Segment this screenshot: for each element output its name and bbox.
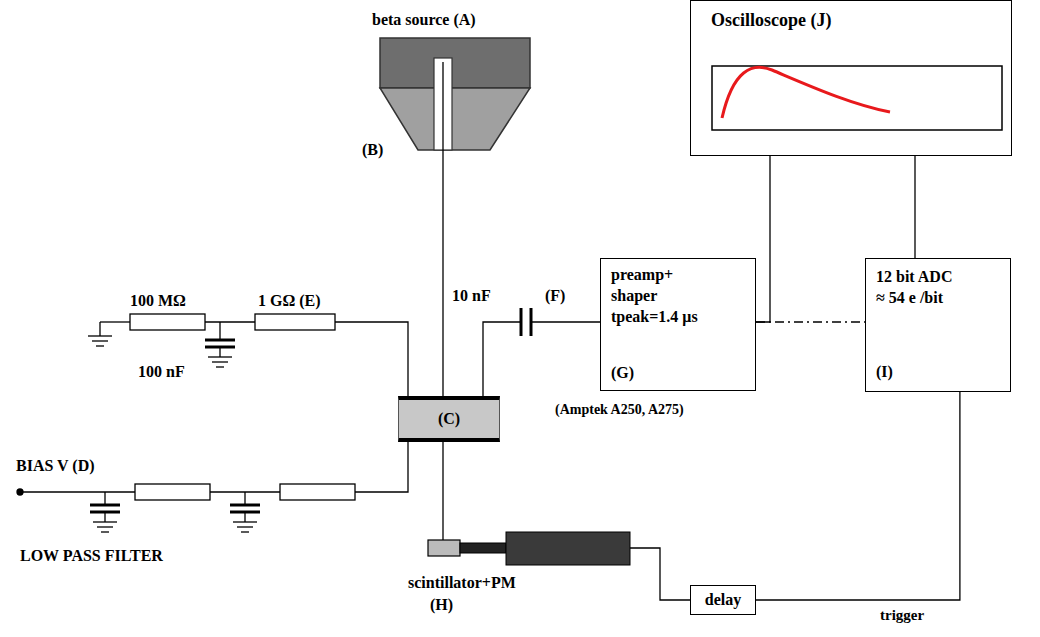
capacitor-plate [530, 308, 533, 336]
callout-label: (F) [545, 286, 565, 305]
scintillator [428, 540, 460, 556]
low-pass-filter [17, 441, 408, 532]
resistor-value: 1 GΩ (E) [258, 291, 321, 310]
node-text: (I) [876, 362, 1000, 383]
adc-wire [756, 321, 865, 322]
node-text: Oscilloscope (J) [711, 9, 991, 32]
light-guide [460, 543, 506, 553]
trigger-wire [756, 392, 960, 600]
node-text: preamp+ shaper [611, 265, 701, 307]
scope-wire [756, 156, 770, 322]
scope-adc-wire [914, 156, 915, 258]
source-holder [380, 38, 530, 88]
detector-box: (C) [398, 396, 500, 442]
pm-wire [630, 548, 690, 600]
part-label: scintillator+PM [408, 573, 516, 592]
oscilloscope-box: Oscilloscope (J) [690, 0, 1012, 156]
model-note: (Amptek A250, A275) [555, 402, 684, 419]
node-text: ≈ 54 e /bit [876, 288, 1000, 309]
node-text: delay [705, 590, 741, 611]
delay-box: delay [690, 585, 756, 615]
capacitor-value: 100 nF [138, 362, 185, 381]
capacitor-value: 10 nF [452, 286, 491, 305]
filter-label: LOW PASS FILTER [20, 546, 163, 565]
callout-label: (B) [362, 140, 383, 159]
node-text: tpeak=1.4 μs [611, 307, 745, 328]
capacitor-plate [520, 308, 523, 336]
source-collimator [380, 88, 530, 150]
node-text: 12 bit ADC [876, 267, 1000, 288]
node-text: (C) [438, 409, 460, 430]
node-text: (G) [611, 363, 745, 384]
part-label: beta source (A) [372, 10, 476, 29]
resistor-value: 100 MΩ [130, 291, 186, 310]
photomultiplier [506, 532, 630, 565]
capacitor-gap [522, 316, 530, 328]
scope-screen [712, 66, 1002, 130]
signal-wire [483, 322, 600, 396]
callout-label: (H) [430, 595, 453, 614]
beta-beam [442, 62, 443, 540]
edge-label: trigger [878, 606, 926, 624]
bias-label: BIAS V (D) [16, 456, 95, 475]
high-resistance-network [88, 314, 408, 397]
scope-trace [722, 67, 890, 118]
preamp-box: preamp+ shapertpeak=1.4 μs (G) [600, 258, 756, 391]
adc-box: 12 bit ADC≈ 54 e /bit (I) [865, 258, 1011, 392]
